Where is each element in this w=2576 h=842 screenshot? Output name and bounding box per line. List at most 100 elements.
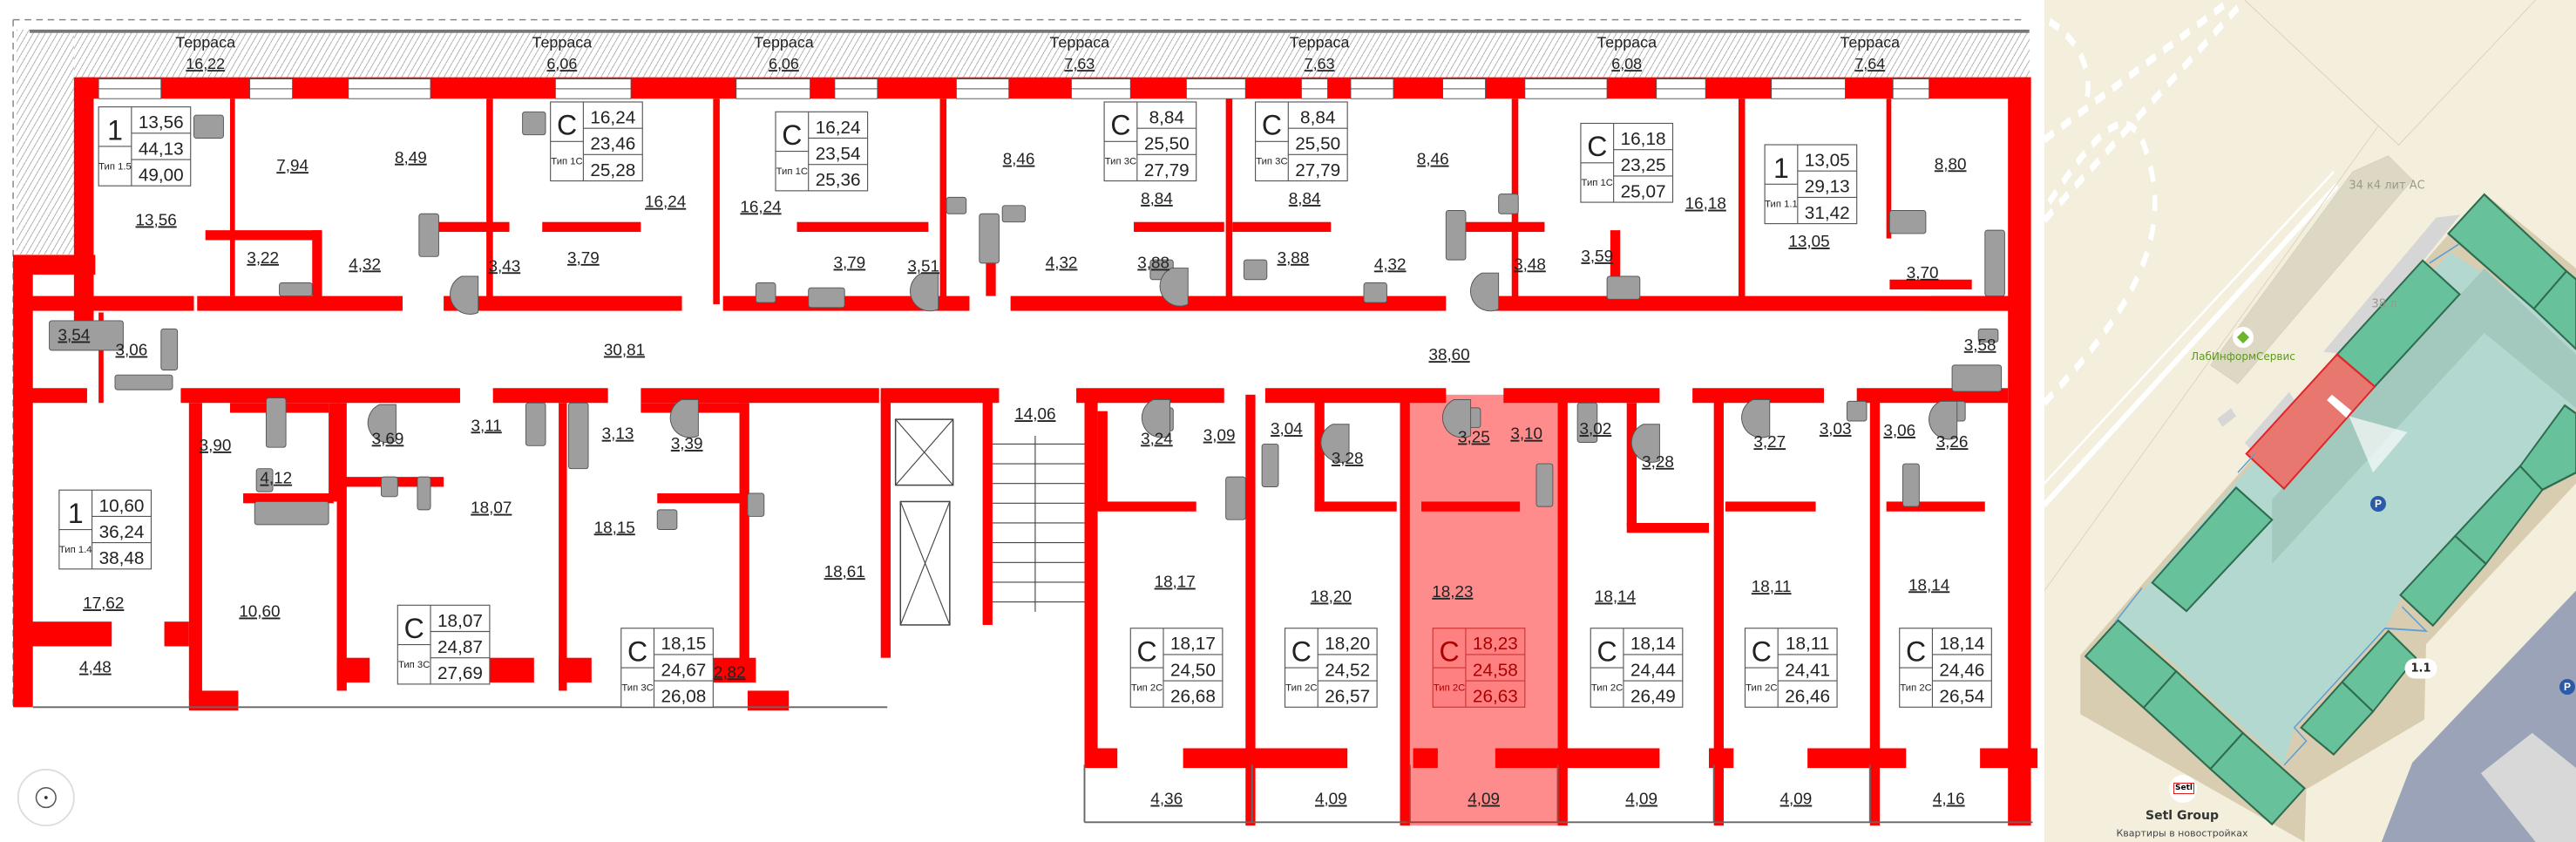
terrace-area: 16,22 (186, 55, 225, 72)
poi-label[interactable]: ЛабИнформСервис (2191, 350, 2295, 363)
unit-living-area: 18,14 (1939, 634, 1984, 654)
fixture-icon (1902, 463, 1920, 507)
compass-icon[interactable] (17, 769, 75, 827)
unit-living-area: 16,24 (816, 118, 861, 138)
wall (197, 295, 403, 311)
site-map[interactable]: 34 к4 лит АС 38 л ЛабИнформСервис P P 1.… (2039, 0, 2576, 842)
map-canvas[interactable] (2044, 0, 2576, 842)
room-area-label: 8,80 (1935, 154, 1967, 173)
wall (1495, 748, 1660, 769)
room-area-label: 16,24 (645, 193, 686, 211)
fixture-icon (418, 213, 439, 257)
unit-type: Тип 3С (1105, 157, 1136, 167)
window (1524, 78, 1608, 99)
wall (880, 388, 1000, 404)
room-area-label: 3,43 (489, 256, 521, 275)
unit-living-area: 16,18 (1621, 129, 1666, 149)
neighbor-building (2210, 155, 2413, 384)
brand-logo[interactable]: Setl (2169, 775, 2197, 803)
wall (13, 255, 96, 275)
walls (13, 77, 2038, 826)
wall (939, 98, 947, 305)
building-block (2151, 486, 2274, 613)
terrace-hatch (17, 30, 2030, 80)
section-badge[interactable]: 1.1 (2404, 658, 2437, 679)
wall (180, 388, 460, 404)
unit-room-count: С (1291, 635, 1312, 667)
room-area-label: 18,07 (471, 499, 512, 517)
terrace-title: Терраса (1290, 34, 1350, 51)
wall (657, 493, 748, 504)
room-area-label: 4,32 (1374, 255, 1407, 273)
room-area-label: 3,06 (115, 341, 147, 359)
unit-room-count: С (557, 110, 577, 141)
room-area-label: 4,32 (349, 255, 381, 273)
fixture-icon (1498, 194, 1519, 214)
fixture-icon (656, 509, 678, 530)
wall (1980, 748, 2038, 769)
selected-unit-highlight[interactable] (1407, 394, 1558, 826)
room-area-label: 3,59 (1581, 247, 1613, 265)
fixture-icon (255, 468, 274, 492)
wall (1314, 394, 1325, 510)
stairwell (894, 418, 1085, 626)
terrace-area: 7,64 (1854, 55, 1885, 72)
fixture-icon (1984, 229, 2005, 297)
window (1300, 78, 1329, 99)
wall (1232, 221, 1332, 233)
wall (1692, 388, 1824, 404)
unit-living-area: 18,15 (661, 634, 706, 654)
unit-type: Тип 3С (621, 682, 653, 693)
room-area-label: 4,09 (1315, 790, 1347, 808)
room-area-label: 3,03 (1820, 419, 1852, 438)
shower-icon (1741, 399, 1771, 438)
window (1350, 78, 1394, 99)
unit-type: Тип 2С (1131, 682, 1163, 693)
poi-marker-icon[interactable] (2233, 327, 2254, 348)
unit-type: Тип 1.4 (59, 545, 92, 555)
balcony-outline (32, 706, 2033, 824)
room-area-label: 17,62 (83, 594, 124, 612)
wall (1503, 388, 1660, 404)
fixture-icon (1001, 205, 1027, 223)
unit-total-area: 27,79 (1144, 160, 1190, 180)
wall (713, 98, 720, 305)
unit-area: 24,41 (1785, 660, 1830, 680)
wall (73, 77, 94, 324)
unit-type: Тип 3С (398, 660, 430, 670)
wall (188, 403, 202, 699)
wall (1446, 221, 1545, 233)
window (98, 78, 162, 99)
room-area-label: 3,25 (1458, 428, 1490, 446)
shower-icon (367, 404, 397, 444)
parking-icon: P (2370, 496, 2386, 512)
unit-area: 24,58 (1473, 660, 1518, 680)
unit-total-area: 38,48 (99, 548, 145, 568)
unit-living-area: 18,14 (1630, 634, 1676, 654)
window (1771, 78, 1846, 99)
unit-total-area: 26,63 (1473, 687, 1518, 707)
unit-living-area: 18,17 (1170, 634, 1216, 654)
unit-area: 24,67 (661, 660, 706, 680)
unit-type: Тип 2С (1434, 682, 1465, 693)
room-area-label: 10,60 (239, 602, 280, 621)
room-area-label: 4,12 (260, 469, 292, 487)
brand-name[interactable]: Setl Group (2146, 809, 2219, 823)
room-area-label: 8,46 (1417, 150, 1449, 168)
